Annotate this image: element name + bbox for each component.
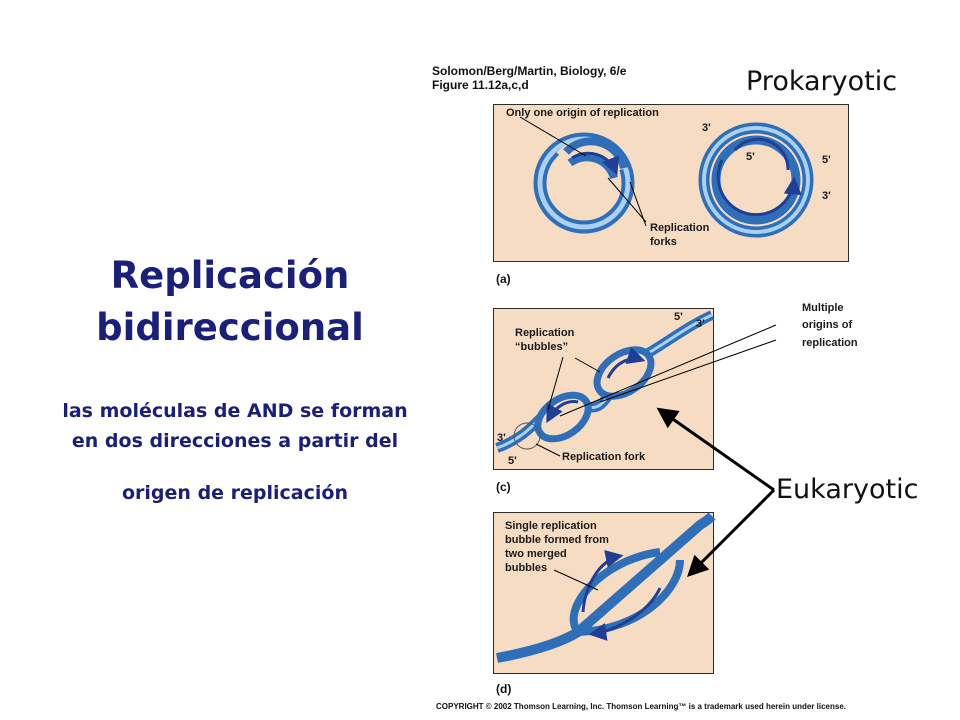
merged-label-3: two merged — [505, 548, 567, 560]
forks-label-2: forks — [650, 236, 677, 248]
title-line-1: Replicación — [110, 254, 350, 297]
end-3prime-top-c: 3' — [696, 318, 705, 330]
origin-note: Only one origin of replication — [506, 107, 659, 119]
credit-line-1: Solomon/Berg/Martin, Biology, 6/e — [432, 64, 627, 78]
copyright-notice: COPYRIGHT © 2002 Thomson Learning, Inc. … — [436, 702, 846, 711]
prokaryotic-label: Prokaryotic — [746, 66, 898, 97]
end-5prime-left: 5' — [508, 455, 517, 467]
eukaryotic-label: Eukaryotic — [776, 474, 919, 505]
multiple-origins-1: Multiple — [802, 302, 844, 314]
merged-label-1: Single replication — [505, 520, 597, 532]
subtitle-line-2: en dos direcciones a partir del — [71, 430, 399, 452]
credit-line-2: Figure 11.12a,c,d — [432, 78, 529, 92]
forks-label-1: Replication — [650, 222, 710, 234]
fork-label: Replication fork — [562, 451, 646, 463]
subtitle: las moléculas de AND se forman en dos di… — [20, 396, 450, 456]
title-line-2: bidireccional — [96, 306, 364, 349]
merged-label-2: bubble formed from — [505, 534, 609, 546]
figure-credit: Solomon/Berg/Martin, Biology, 6/e Figure… — [432, 64, 626, 92]
bubbles-label-2: “bubbles” — [515, 341, 568, 353]
subtitle-line-1: las moléculas de AND se forman — [62, 400, 408, 422]
multiple-origins-3: replication — [802, 337, 858, 349]
end-5prime-inner: 5' — [746, 151, 755, 163]
end-3prime-right: 3' — [822, 190, 831, 202]
multiple-origins-2: origins of — [802, 319, 852, 331]
panel-c-letter: (c) — [496, 480, 511, 494]
bubbles-label-1: Replication — [515, 327, 575, 339]
circular-dna-early — [533, 132, 635, 234]
end-5prime-top: 5' — [674, 311, 683, 323]
panel-a-letter: (a) — [496, 272, 511, 286]
subtitle-line-3: origen de replicación — [122, 482, 348, 504]
end-5prime-right: 5' — [822, 154, 831, 166]
slide-title: Replicación bidireccional — [30, 250, 430, 354]
merged-label-4: bubbles — [505, 562, 547, 574]
end-3prime-top: 3' — [702, 122, 711, 134]
circular-dna-late — [698, 122, 814, 238]
end-3prime-left: 3' — [497, 432, 506, 444]
panel-d-letter: (d) — [496, 682, 512, 696]
